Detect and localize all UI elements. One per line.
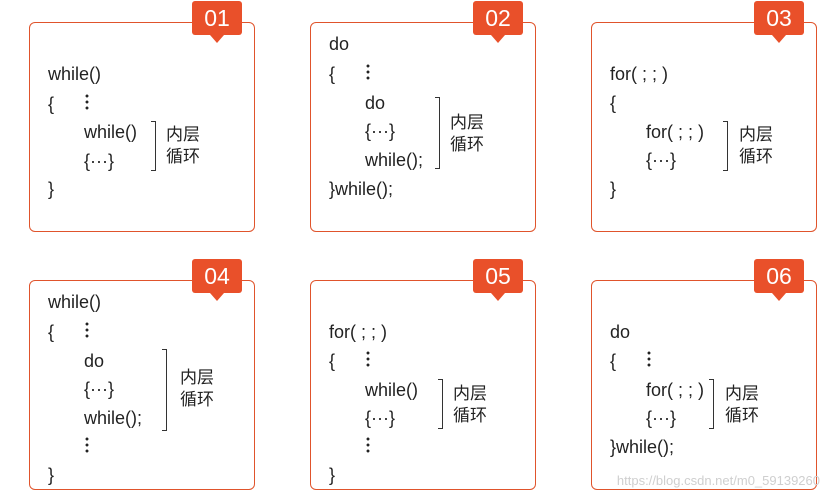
card-06: 06 do { for( ; ; ) {···} }while(); 内层循环 <box>591 259 817 490</box>
code-line-outer-loop: for( ; ; ) <box>329 322 387 342</box>
code-line-open-brace: { <box>610 93 617 113</box>
code-line-open-brace: { <box>48 94 55 114</box>
code-line-close-brace: } <box>48 179 55 199</box>
code-line-inner-loop: while() <box>365 380 419 400</box>
code-line-body: {···} <box>646 408 677 428</box>
inner-loop-label: 内层循环 <box>166 125 200 166</box>
code-line-close-brace: } <box>329 465 336 485</box>
card-number-badge: 03 <box>754 1 804 43</box>
inner-loop-bracket <box>709 379 714 429</box>
inner-loop-bracket <box>723 121 728 171</box>
card-number-badge: 01 <box>192 1 242 43</box>
code-line-body: {···} <box>365 408 396 428</box>
code-line-outer-loop: do <box>610 322 631 342</box>
code-line-body: {···} <box>365 121 396 141</box>
code-line-body: {···} <box>84 151 115 171</box>
code-line-close-brace: } <box>610 179 617 199</box>
code-line-open-brace: { <box>329 64 336 84</box>
code-line-open-brace: { <box>610 351 617 371</box>
code-line-inner-loop-end: while(); <box>84 408 143 428</box>
inner-loop-bracket <box>151 121 156 171</box>
code-line-body: {···} <box>646 150 677 170</box>
code-line-inner-loop: for( ; ; ) <box>646 380 704 400</box>
code-line-open-brace: { <box>48 322 55 342</box>
code-line-outer-loop-end: }while(); <box>329 179 394 199</box>
code-line-outer-loop: do <box>329 34 350 54</box>
ellipsis-dots-icon <box>366 436 370 454</box>
card-number-badge: 06 <box>754 259 804 301</box>
code-line-outer-loop-end: }while(); <box>610 437 675 457</box>
card-number-badge: 04 <box>192 259 242 301</box>
inner-loop-label: 内层循环 <box>725 384 759 425</box>
code-line-inner-loop-end: while(); <box>365 150 424 170</box>
code-line-open-brace: { <box>329 351 336 371</box>
code-line-outer-loop: while() <box>48 292 102 312</box>
inner-loop-bracket <box>162 349 167 431</box>
card-number-badge: 02 <box>473 1 523 43</box>
inner-loop-label: 内层循环 <box>180 368 214 409</box>
code-line-inner-loop: while() <box>84 122 138 142</box>
code-line-body: {···} <box>84 379 115 399</box>
inner-loop-bracket <box>435 97 440 169</box>
card-05: 05 for( ; ; ) { while() {···} } 内层循环 <box>310 259 536 490</box>
card-03: 03 for( ; ; ) { for( ; ; ) {···} } 内层循环 <box>591 1 817 232</box>
inner-loop-label: 内层循环 <box>739 125 773 166</box>
code-line-outer-loop: for( ; ; ) <box>610 64 668 84</box>
card-02: 02 do { do {···} while(); }while(); 内层循环 <box>310 1 536 232</box>
ellipsis-dots-icon <box>366 63 370 81</box>
card-number-badge: 05 <box>473 259 523 301</box>
ellipsis-dots-icon <box>85 93 89 111</box>
inner-loop-label: 内层循环 <box>453 384 487 425</box>
code-line-inner-loop: do <box>365 93 386 113</box>
ellipsis-dots-icon <box>366 350 370 368</box>
code-line-outer-loop: while() <box>48 64 102 84</box>
card-01: 01 while() { while() {···} } 内层循环 <box>29 1 255 232</box>
ellipsis-dots-icon <box>647 350 651 368</box>
code-line-close-brace: } <box>48 465 55 485</box>
inner-loop-label: 内层循环 <box>450 113 484 154</box>
ellipsis-dots-icon <box>85 436 89 454</box>
card-04: 04 while() { do {···} while(); } 内层循环 <box>29 259 255 490</box>
code-line-inner-loop: for( ; ; ) <box>646 122 704 142</box>
ellipsis-dots-icon <box>85 321 89 339</box>
inner-loop-bracket <box>438 379 443 429</box>
code-line-inner-loop: do <box>84 351 105 371</box>
watermark: https://blog.csdn.net/m0_59139260 <box>616 473 820 488</box>
